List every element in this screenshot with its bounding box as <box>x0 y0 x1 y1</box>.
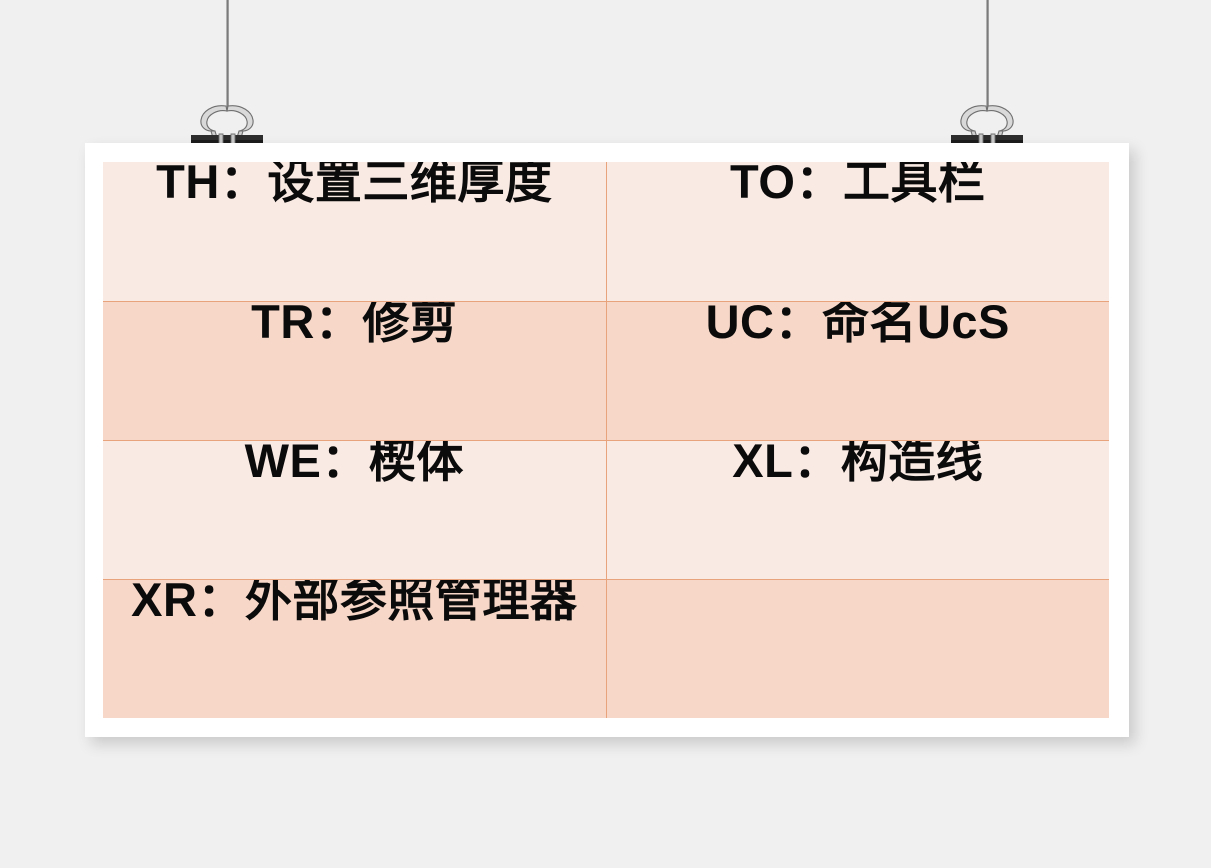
cell-label: WE：楔体 <box>244 440 464 487</box>
table-cell-empty <box>606 579 1109 718</box>
table-cell: UC：命名UcS <box>606 301 1109 441</box>
table-cell: TR：修剪 <box>103 301 607 441</box>
table-cell: WE：楔体 <box>103 440 607 580</box>
table-cell: XL：构造线 <box>606 440 1109 580</box>
table-row: TR：修剪 UC：命名UcS <box>103 301 1109 441</box>
cell-label: TH：设置三维厚度 <box>156 162 553 208</box>
table-row: WE：楔体 XL：构造线 <box>103 440 1109 580</box>
hanging-wire-left <box>226 0 229 108</box>
table-cell: XR：外部参照管理器 <box>103 579 607 718</box>
cell-label: XL：构造线 <box>732 440 984 487</box>
paper-card: TH：设置三维厚度 TO：工具栏 TR：修剪 UC：命名UcS <box>85 143 1129 737</box>
table-row: XR：外部参照管理器 <box>103 579 1109 718</box>
cell-label: TR：修剪 <box>251 301 458 348</box>
hanging-wire-right <box>986 0 989 108</box>
cell-label: UC：命名UcS <box>705 301 1010 348</box>
cell-label: XR：外部参照管理器 <box>131 579 578 626</box>
table-cell: TO：工具栏 <box>606 162 1109 302</box>
shortcut-table: TH：设置三维厚度 TO：工具栏 TR：修剪 UC：命名UcS <box>103 162 1109 718</box>
cell-label: TO：工具栏 <box>730 162 986 208</box>
table-row: TH：设置三维厚度 TO：工具栏 <box>103 162 1109 302</box>
table-cell: TH：设置三维厚度 <box>103 162 607 302</box>
